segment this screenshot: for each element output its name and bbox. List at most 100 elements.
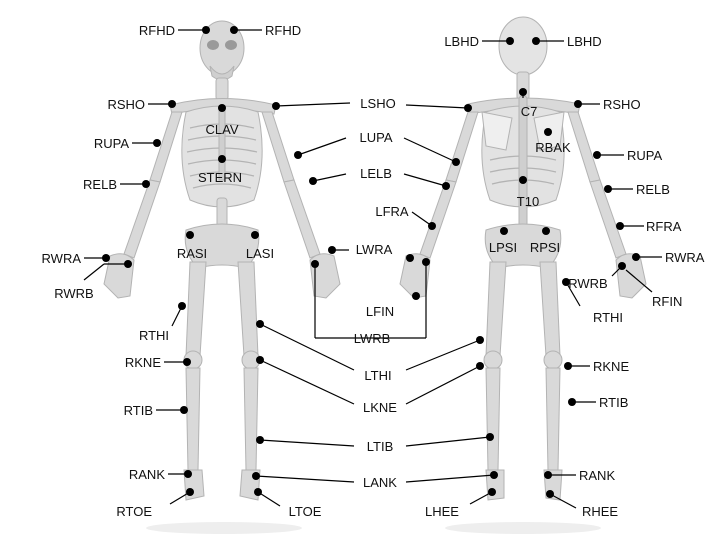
marker-back-rsho (574, 100, 582, 108)
label-lfra: LFRA (375, 204, 409, 219)
marker-front-stern (218, 155, 226, 163)
marker-front-lsho (272, 102, 280, 110)
marker-back-lfra (428, 222, 436, 230)
marker-front-rtib (180, 406, 188, 414)
marker-front-relb (142, 180, 150, 188)
label-lwra: LWRA (356, 242, 393, 257)
marker-front-lthi (256, 320, 264, 328)
back-right-humerus (568, 112, 600, 182)
label-lthi: LTHI (364, 368, 391, 383)
marker-front-rfhd-2 (230, 26, 238, 34)
marker-back-lhee (488, 488, 496, 496)
label-lfin: LFIN (366, 304, 394, 319)
marker-back-lupa (452, 158, 460, 166)
marker-back-rwrb (618, 262, 626, 270)
marker-back-lwra (406, 254, 414, 262)
front-neck (216, 78, 228, 100)
marker-back-rhee (546, 490, 554, 498)
label-front-rfhd-right: RFHD (265, 23, 301, 38)
marker-front-rtoe (186, 488, 194, 496)
label-back-rtib: RTIB (599, 395, 628, 410)
back-right-tibia (546, 368, 560, 470)
label-front-rwrb: RWRB (54, 286, 93, 301)
label-front-ltoe: LTOE (289, 504, 322, 519)
front-left-tibia (244, 368, 258, 470)
front-right-femur (186, 262, 206, 356)
label-front-clav: CLAV (206, 122, 239, 137)
label-front-rtoe: RTOE (116, 504, 152, 519)
marker-front-ltoe (254, 488, 262, 496)
label-back-c7: C7 (521, 104, 538, 119)
front-right-humerus (150, 112, 182, 182)
back-floor-shadow (445, 522, 601, 534)
front-floor-shadow (146, 522, 302, 534)
marker-back-lwrb (422, 258, 430, 266)
marker-back-rpsi (542, 227, 550, 235)
marker-front-lupa (294, 151, 302, 159)
marker-back-rwra (632, 253, 640, 261)
marker-back-lfin (412, 292, 420, 300)
label-back-rkne: RKNE (593, 359, 629, 374)
back-right-knee (544, 351, 562, 369)
label-back-rpsi: RPSI (530, 240, 560, 255)
front-right-tibia (186, 368, 200, 470)
label-back-rbak: RBAK (535, 140, 571, 155)
label-lwrb: LWRB (354, 331, 391, 346)
label-front-rsho: RSHO (107, 97, 145, 112)
front-right-forearm (124, 180, 160, 258)
marker-back-relb (604, 185, 612, 193)
back-skull (499, 17, 547, 75)
label-front-stern: STERN (198, 170, 242, 185)
marker-front-rthi (178, 302, 186, 310)
label-back-lbhd-right: LBHD (567, 34, 602, 49)
marker-back-rkne (564, 362, 572, 370)
label-back-t10: T10 (517, 194, 539, 209)
marker-front-lelb (309, 177, 317, 185)
label-back-rupa: RUPA (627, 148, 662, 163)
label-front-rfhd-left: RFHD (139, 23, 175, 38)
back-left-forearm (420, 180, 456, 258)
label-back-lhee: LHEE (425, 504, 459, 519)
back-right-hand (616, 254, 646, 298)
marker-back-c7 (519, 88, 527, 96)
marker-back-rbhd (532, 37, 540, 45)
marker-front-rkne (183, 358, 191, 366)
label-back-rsho: RSHO (603, 97, 641, 112)
label-front-rwra: RWRA (42, 251, 82, 266)
marker-front-rwrb (124, 260, 132, 268)
marker-back-rtib (568, 398, 576, 406)
marker-front-lwrb (311, 260, 319, 268)
label-lelb: LELB (360, 166, 392, 181)
marker-back-lthi (476, 336, 484, 344)
marker-front-rank (184, 470, 192, 478)
label-back-rwra: RWRA (665, 250, 705, 265)
marker-back-rupa (593, 151, 601, 159)
marker-back-ltib (486, 433, 494, 441)
marker-back-rbak (544, 128, 552, 136)
marker-back-lpsi (500, 227, 508, 235)
marker-front-rasi (186, 231, 194, 239)
front-left-femur (238, 262, 258, 356)
marker-back-rank (544, 471, 552, 479)
marker-back-lank (490, 471, 498, 479)
back-left-scapula (482, 112, 512, 150)
marker-back-lbhd (506, 37, 514, 45)
marker-back-lkne (476, 362, 484, 370)
label-front-rthi: RTHI (139, 328, 169, 343)
label-back-rfra: RFRA (646, 219, 682, 234)
label-lank: LANK (363, 475, 397, 490)
label-front-rank: RANK (129, 467, 165, 482)
label-back-lbhd-left: LBHD (444, 34, 479, 49)
label-front-rkne: RKNE (125, 355, 161, 370)
marker-front-ltib (256, 436, 264, 444)
marker-front-clav (218, 104, 226, 112)
label-front-relb: RELB (83, 177, 117, 192)
label-lkne: LKNE (363, 400, 397, 415)
back-left-humerus (446, 112, 478, 182)
label-back-rank: RANK (579, 468, 615, 483)
marker-front-lasi (251, 231, 259, 239)
marker-back-t10 (519, 176, 527, 184)
label-front-lasi: LASI (246, 246, 274, 261)
marker-back-lsho (464, 104, 472, 112)
